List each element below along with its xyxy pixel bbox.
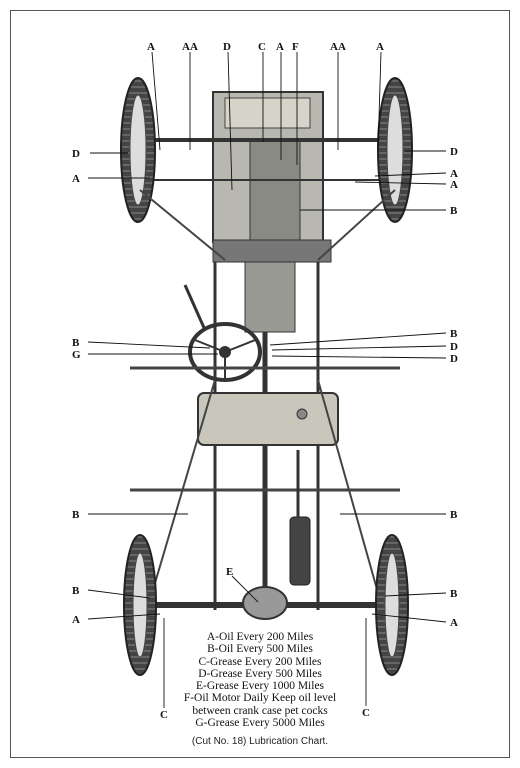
legend-line-f: F-Oil Motor Daily Keep oil level: [183, 692, 337, 705]
callout-top-8: A: [376, 41, 384, 53]
legend-line-g: G-Grease Every 5000 Miles: [195, 717, 325, 730]
callout-left-7: A: [72, 614, 80, 626]
callout-bottom-3: C: [362, 707, 370, 719]
callout-right-7: D: [450, 353, 458, 365]
engine-block: [212, 91, 332, 333]
callout-bottom-1: E: [226, 566, 233, 578]
callout-top-2: AA: [182, 41, 198, 53]
callout-left-5: B: [72, 509, 80, 521]
callout-top-6: F: [292, 41, 299, 53]
callout-left-6: B: [72, 585, 80, 597]
steering-wheel: [183, 284, 262, 382]
legend-line-e: E-Grease Every 1000 Miles: [195, 680, 325, 693]
callout-right-2: A: [450, 168, 458, 180]
callout-right-5: B: [450, 328, 458, 340]
legend-line-d: D-Grease Every 500 Miles: [198, 667, 322, 680]
callout-top-4: C: [258, 41, 266, 53]
fuel-tank: [197, 392, 339, 446]
legend-line-f-continued: between crank case pet cocks: [192, 704, 328, 717]
cross-members: [130, 366, 400, 492]
callout-labels: A AA D C A F AA A D A B G B B A D A A B …: [72, 41, 458, 721]
rear-left-wheel: [123, 534, 157, 676]
callout-left-1: D: [72, 148, 80, 160]
callout-right-3: A: [450, 179, 458, 191]
front-left-wheel: [120, 77, 156, 223]
rear-axle: [140, 586, 395, 620]
drive-line: [289, 450, 311, 586]
callout-top-1: A: [147, 41, 155, 53]
callout-bottom-2: C: [160, 709, 168, 721]
callout-right-1: D: [450, 146, 458, 158]
callout-left-4: G: [72, 349, 81, 361]
callout-right-8: B: [450, 509, 458, 521]
callout-right-4: B: [450, 205, 458, 217]
figure-caption: (Cut No. 18) Lubrication Chart.: [191, 736, 329, 747]
callout-right-10: A: [450, 617, 458, 629]
callout-right-6: D: [450, 341, 458, 353]
callout-right-9: B: [450, 588, 458, 600]
front-right-wheel: [377, 77, 413, 223]
lubrication-legend: A-Oil Every 200 Miles B-Oil Every 500 Mi…: [150, 631, 370, 729]
callout-left-3: B: [72, 337, 80, 349]
radius-rods: [139, 189, 396, 601]
legend-line-a: A-Oil Every 200 Miles: [206, 631, 314, 643]
callout-top-5: A: [276, 41, 284, 53]
rear-right-wheel: [375, 534, 409, 676]
callout-top-7: AA: [330, 41, 346, 53]
callout-leader-lines: [87, 51, 447, 708]
callout-left-2: A: [72, 173, 80, 185]
legend-line-b: B-Oil Every 500 Miles: [207, 643, 313, 656]
legend-line-c: C-Grease Every 200 Miles: [198, 655, 322, 668]
front-axle: [140, 138, 395, 181]
callout-top-3: D: [223, 41, 231, 53]
